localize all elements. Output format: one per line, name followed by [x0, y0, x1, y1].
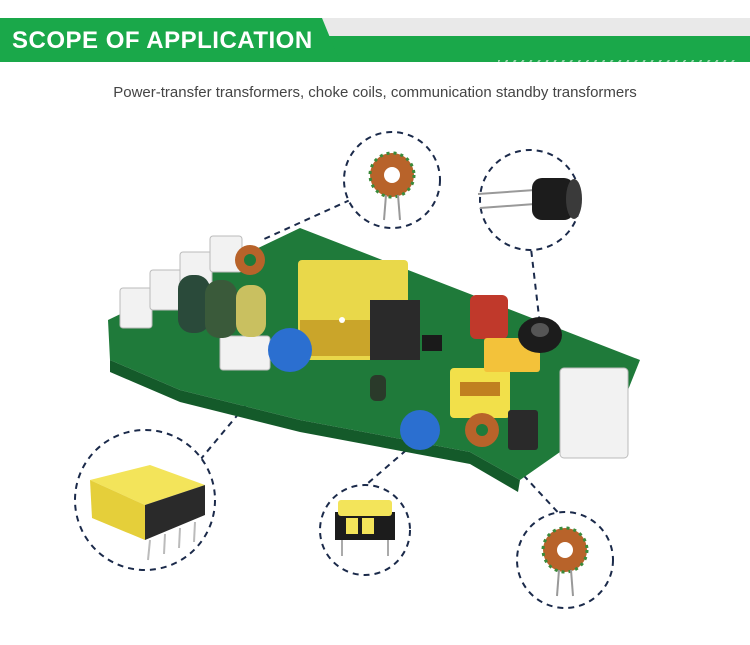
callout-small-transformer — [319, 484, 411, 576]
leader-line-drum — [529, 239, 541, 326]
pcb-board — [108, 228, 640, 492]
callout-transformer — [74, 429, 216, 571]
transformer-icon — [90, 465, 205, 561]
subtitle: Power-transfer transformers, choke coils… — [113, 84, 637, 101]
leader-line-small-transformer — [359, 439, 419, 491]
electrolytic-capacitors — [178, 275, 266, 338]
small-transformer-icon — [335, 500, 395, 556]
callout-toroid-top — [343, 131, 441, 229]
drum-inductor-icon — [477, 178, 582, 220]
board-transformer — [298, 260, 420, 360]
page-title: SCOPE OF APPLICATION — [12, 27, 313, 54]
callout-toroid-bottom — [516, 511, 614, 609]
header-stripes-decoration — [498, 60, 738, 74]
section-header: SCOPE OF APPLICATION — [0, 18, 750, 74]
toroid-coil-icon — [368, 151, 416, 221]
header-tab — [0, 18, 340, 62]
toroid-coil-icon — [541, 526, 589, 597]
circuit-board-illustration — [74, 131, 640, 609]
callout-drum-inductor — [477, 149, 582, 251]
board-small-transformer — [450, 368, 510, 418]
leader-line-top-toroid — [261, 199, 351, 241]
product-illustration — [0, 120, 750, 640]
